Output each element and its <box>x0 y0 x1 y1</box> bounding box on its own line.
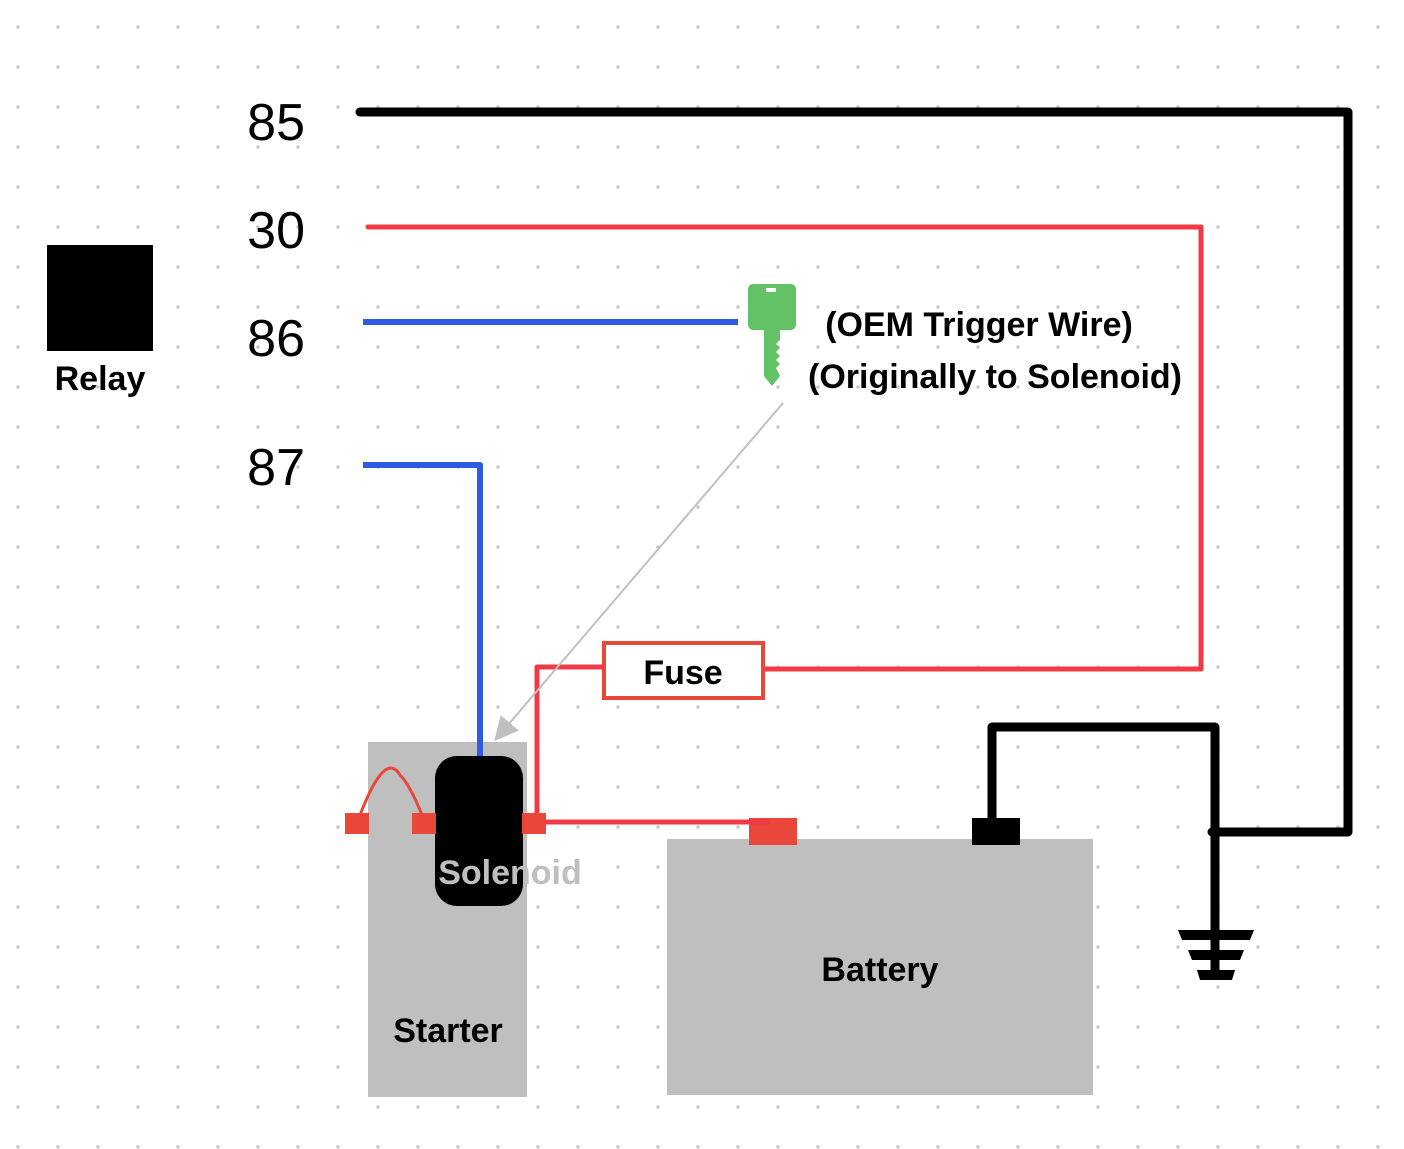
wire-fuse-to-solenoid[interactable] <box>534 664 604 822</box>
pin-85-label: 85 <box>247 94 305 152</box>
pin-86-label: 86 <box>247 310 305 368</box>
trigger-note-line2: (Originally to Solenoid) <box>808 358 1182 396</box>
trigger-note-line1: (OEM Trigger Wire) <box>825 306 1133 344</box>
fuse-label: Fuse <box>643 654 722 692</box>
key-icon <box>748 284 796 386</box>
battery-label: Battery <box>821 951 938 989</box>
starter-label: Starter <box>393 1012 503 1050</box>
starter-terminal-left[interactable] <box>345 813 369 834</box>
wire-30-red[interactable] <box>365 224 1204 672</box>
relay-block[interactable] <box>47 245 153 351</box>
relay-label: Relay <box>55 360 146 398</box>
wire-87-blue[interactable] <box>363 462 483 760</box>
starter-jumper-wire[interactable] <box>358 766 424 816</box>
starter-terminal-right[interactable] <box>412 813 436 834</box>
solenoid-terminal[interactable] <box>522 813 546 834</box>
trigger-arrow <box>494 402 784 742</box>
wire-85-black[interactable] <box>355 107 1353 837</box>
battery-body[interactable] <box>667 839 1093 1095</box>
solenoid-body[interactable] <box>435 756 523 906</box>
fuse-box[interactable] <box>602 641 765 700</box>
wire-battery-ground[interactable] <box>987 722 1220 930</box>
ground-icon <box>1178 930 1254 980</box>
solenoid-label: Solenoid <box>438 854 582 892</box>
pin-87-label: 87 <box>247 439 305 497</box>
pin-30-label: 30 <box>247 202 305 260</box>
